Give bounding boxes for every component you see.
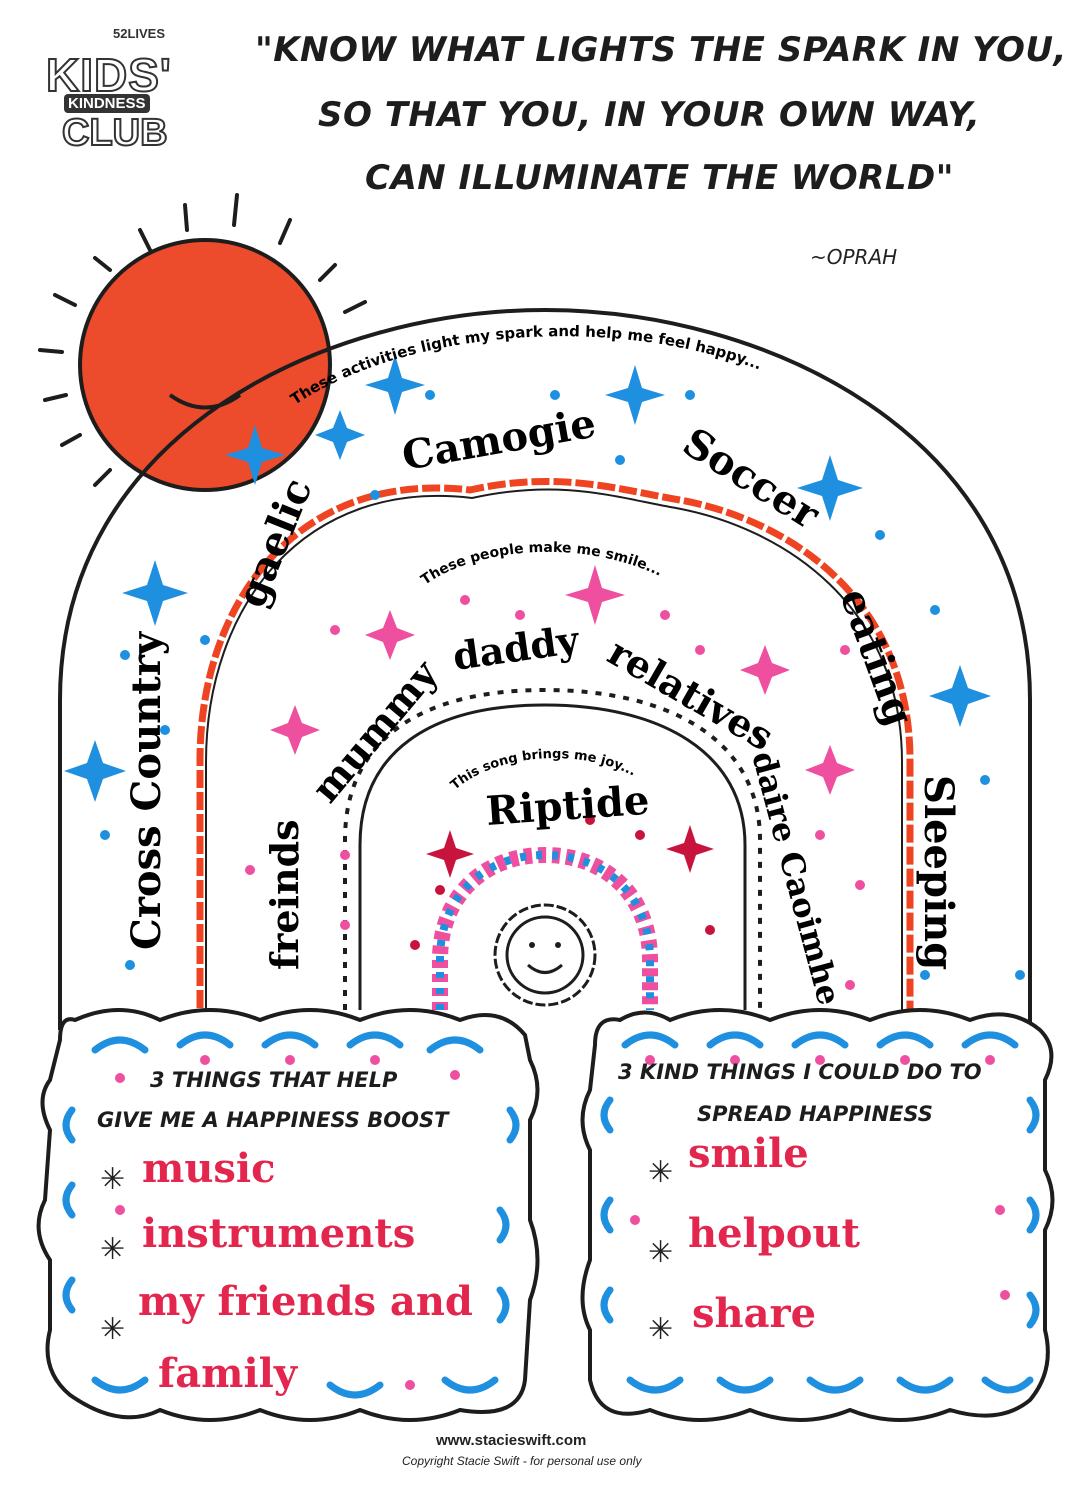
quote-author: ~OPRAH xyxy=(810,245,898,269)
left-box-title-line-2: GIVE ME A HAPPINESS BOOST xyxy=(97,1108,449,1132)
person-item: daddy xyxy=(450,617,582,679)
activity-item: gaelic xyxy=(228,472,322,614)
left-box-item: family xyxy=(158,1350,298,1397)
quote-line-2: SO THAT YOU, IN YOUR OWN WAY, xyxy=(318,95,981,135)
logo-line-1: KIDS' xyxy=(45,48,172,102)
sun-icon xyxy=(78,238,332,492)
logo-line-2: KINDNESS xyxy=(64,94,150,113)
footer-copyright: Copyright Stacie Swift - for personal us… xyxy=(402,1454,642,1468)
asterisk-bullet-icon: ✳ xyxy=(648,1155,674,1190)
left-box-item: instruments xyxy=(142,1210,416,1257)
song-answer: Riptide xyxy=(484,777,650,835)
sun-rays xyxy=(38,193,367,487)
left-box-item: music xyxy=(142,1145,276,1192)
quote-line-3: CAN ILLUMINATE THE WORLD" xyxy=(365,158,954,198)
left-box-item: my friends and xyxy=(138,1278,473,1325)
right-cloud-box xyxy=(580,1008,1055,1422)
asterisk-bullet-icon: ✳ xyxy=(648,1235,674,1270)
star-icon xyxy=(64,355,991,802)
kids-kindness-club-logo: 52LIVES KIDS' KINDNESS CLUB xyxy=(28,22,193,162)
activity-item: Cross Country xyxy=(123,630,170,950)
footer-url: www.stacieswift.com xyxy=(436,1432,587,1449)
asterisk-bullet-icon: ✳ xyxy=(100,1312,126,1347)
quote-line-1: "KNOW WHAT LIGHTS THE SPARK IN YOU, xyxy=(255,30,1067,70)
right-box-title-line-2: SPREAD HAPPINESS xyxy=(697,1102,933,1126)
outer-arch xyxy=(58,307,1032,1030)
asterisk-bullet-icon: ✳ xyxy=(100,1232,126,1267)
person-item: relatives xyxy=(601,629,782,759)
activity-item: Sleeping xyxy=(915,775,962,970)
left-box-title-line-1: 3 THINGS THAT HELP xyxy=(150,1068,398,1092)
asterisk-bullet-icon: ✳ xyxy=(100,1162,126,1197)
people-prompt: These people make me smile... xyxy=(418,540,665,589)
smiley-face-icon xyxy=(493,903,597,1007)
left-cloud-box xyxy=(36,1008,540,1422)
wavy-arch xyxy=(196,477,914,1030)
activity-item: Camogie xyxy=(399,400,600,480)
right-box-title-line-1: 3 KIND THINGS I COULD DO TO xyxy=(618,1060,982,1084)
song-arch xyxy=(343,687,762,1010)
asterisk-bullet-icon: ✳ xyxy=(648,1312,674,1347)
right-box-item: helpout xyxy=(688,1210,860,1257)
activity-item: eating xyxy=(831,582,924,732)
right-box-item: smile xyxy=(688,1130,809,1177)
logo-top-text: 52LIVES xyxy=(113,26,166,41)
right-box-item: share xyxy=(692,1290,817,1337)
logo-line-3: CLUB xyxy=(61,111,169,155)
person-item: freinds xyxy=(262,819,307,970)
